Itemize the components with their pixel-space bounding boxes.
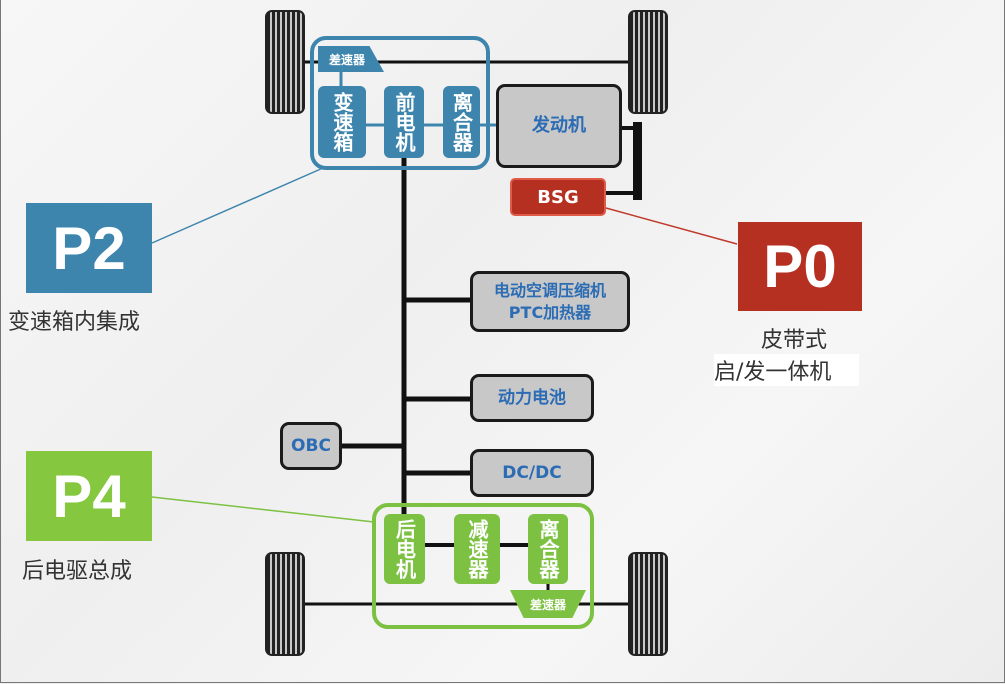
front-clutch-label: 离合器 (449, 92, 474, 152)
obc-label: OBC (291, 436, 331, 456)
dcdc-label: DC/DC (502, 463, 562, 483)
rear-differential-label: 差速器 (529, 597, 566, 612)
rear-left-tire (265, 552, 305, 656)
p0-badge: P0 (738, 222, 862, 311)
engine-label: 发动机 (532, 115, 586, 136)
rear-right-tire (628, 552, 668, 656)
gearbox-label: 变速箱 (330, 92, 354, 152)
p4-caption: 后电驱总成 (22, 559, 133, 584)
obc-box: OBC (280, 422, 342, 470)
p0-caption-line2: 启/发一体机 (714, 354, 860, 386)
rear-motor-label: 后电机 (392, 519, 417, 579)
p2-caption: 变速箱内集成 (8, 310, 141, 335)
front-motor: 前电机 (384, 86, 424, 158)
rear-motor: 后电机 (384, 514, 425, 584)
p4-badge-text: P4 (52, 462, 126, 530)
front-clutch: 离合器 (443, 86, 480, 158)
front-left-tire (265, 10, 305, 114)
belt-bar (633, 122, 642, 200)
p4-unit-frame (372, 503, 594, 629)
reducer-label: 减速器 (465, 519, 489, 579)
gearbox: 变速箱 (318, 86, 366, 158)
ac-ptc-box: 电动空调压缩机 PTC加热器 (470, 271, 630, 332)
p0-badge-text: P0 (763, 233, 837, 300)
ac-compressor-label: 电动空调压缩机 (493, 280, 606, 300)
p2-badge: P2 (26, 203, 152, 293)
ptc-heater-label: PTC加热器 (508, 302, 592, 322)
engine: 发动机 (496, 84, 622, 168)
battery-box: 动力电池 (470, 374, 594, 422)
p4-badge: P4 (26, 451, 152, 541)
rear-differential: 差速器 (510, 590, 586, 618)
rear-clutch-label: 离合器 (536, 519, 560, 579)
p2-badge-text: P2 (52, 214, 126, 282)
front-differential-label: 差速器 (328, 52, 365, 67)
p0-callout (605, 207, 738, 245)
bsg-label: BSG (537, 186, 579, 208)
battery-label: 动力电池 (498, 388, 566, 408)
reducer: 减速器 (454, 514, 500, 584)
p2-callout (151, 167, 324, 244)
p4-callout (151, 496, 375, 523)
rear-clutch: 离合器 (528, 514, 568, 584)
bsg-box: BSG (510, 178, 606, 216)
p2-unit-frame (310, 36, 490, 170)
p0-caption-line2-text: 启/发一体机 (714, 360, 832, 385)
front-motor-label: 前电机 (392, 92, 416, 152)
front-right-tire (628, 10, 668, 114)
dcdc-box: DC/DC (470, 449, 594, 497)
p0-caption-line1: 皮带式 (761, 328, 828, 353)
